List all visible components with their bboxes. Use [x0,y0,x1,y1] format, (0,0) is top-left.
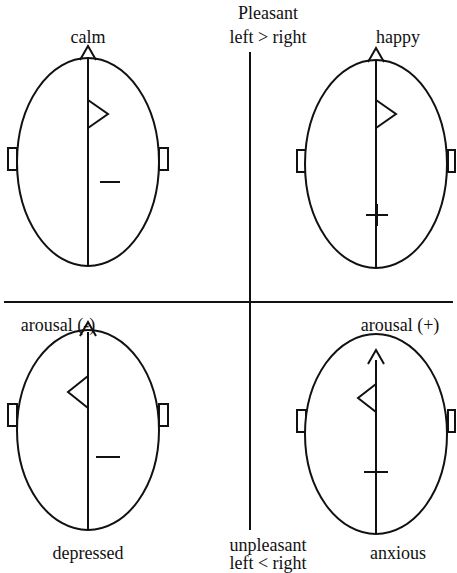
axis-label: arousal (+) [361,315,440,335]
state-label: calm [71,27,106,47]
head-outline [297,334,455,534]
heading-label: Pleasant [238,3,298,23]
axis-line [4,301,453,303]
state-label: depressed [53,543,124,563]
heading-label: unpleasant [230,535,307,555]
axis-label: left > right [229,27,306,47]
head-outline [8,46,168,266]
axis-line [249,52,251,530]
axis-label: left < right [229,553,306,573]
axis-label: arousal (-) [21,315,95,335]
state-label: anxious [370,543,426,563]
state-label: happy [376,27,420,47]
head-outline [297,48,455,268]
head-outline [8,322,168,530]
